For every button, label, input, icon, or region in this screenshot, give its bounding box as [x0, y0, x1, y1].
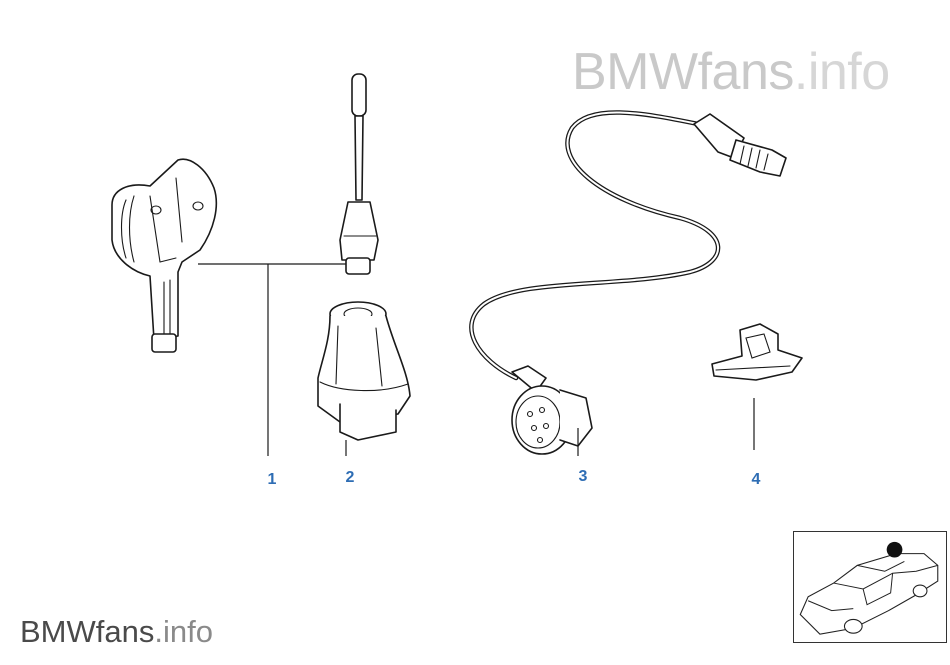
antenna-cable-part: [469, 110, 787, 455]
leader-lines: [198, 263, 755, 456]
watermark-bottom-brand: BMWfans: [20, 614, 155, 649]
cable-clip-part: [711, 323, 803, 381]
watermark-bottom-suffix: .info: [154, 614, 213, 649]
car-locator-icon: [799, 541, 939, 635]
antenna-mast-part: [339, 73, 379, 275]
watermark-top-brand: BMWfans: [572, 43, 794, 101]
callout-4: 4: [752, 471, 761, 488]
callout-3: 3: [579, 468, 588, 485]
callout-2: 2: [346, 469, 355, 486]
watermark-top: BMWfans.info: [572, 42, 890, 102]
car-locator-thumbnail: [793, 531, 947, 643]
callout-1: 1: [268, 471, 277, 488]
mounting-tool-part: [111, 158, 218, 353]
antenna-base-part: [317, 301, 411, 441]
watermark-top-suffix: .info: [793, 43, 890, 101]
watermark-bottom: BMWfans.info: [20, 614, 213, 650]
